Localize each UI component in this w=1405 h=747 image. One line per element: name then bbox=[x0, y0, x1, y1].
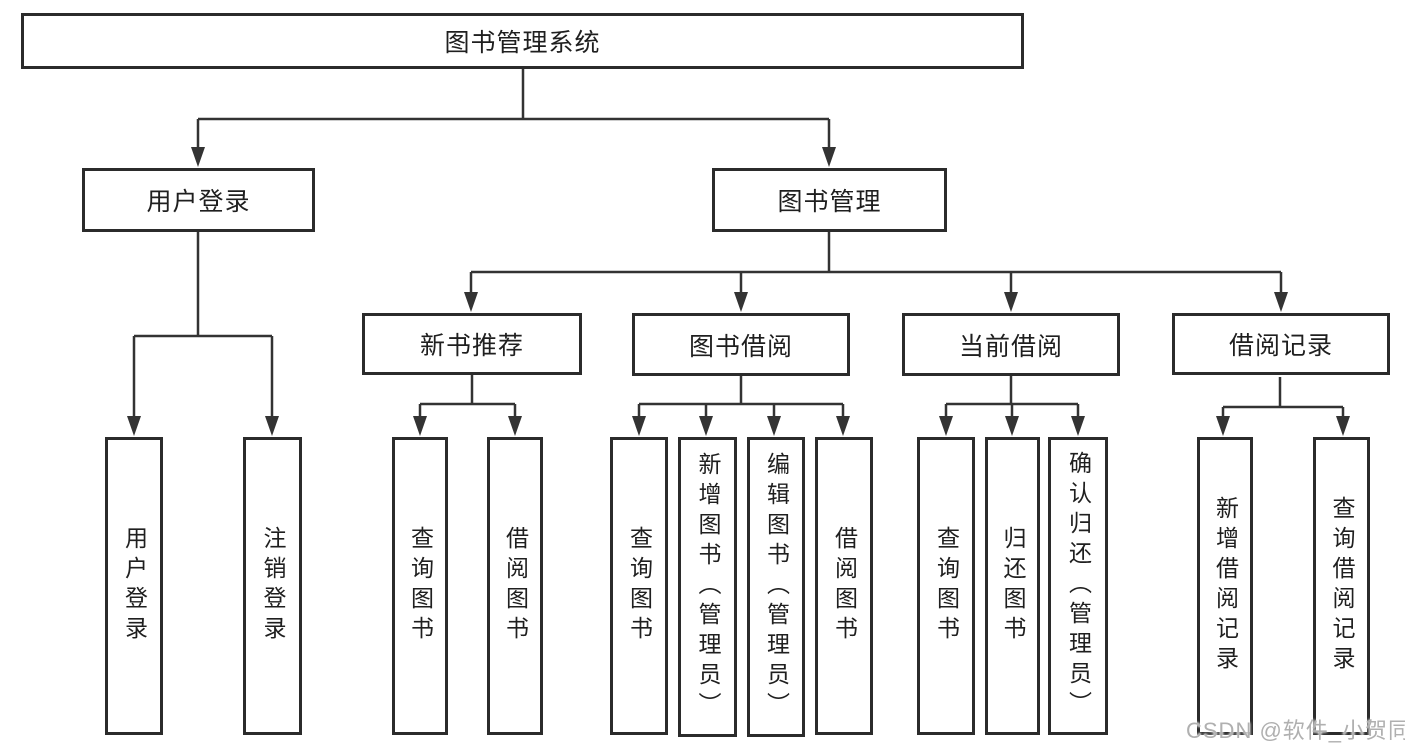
leaf-confirm-return-admin: 确认归还（管理员） bbox=[1048, 437, 1108, 735]
node-current-borrow: 当前借阅 bbox=[902, 313, 1120, 376]
leaf-query-books-recommend: 查询图书 bbox=[392, 437, 448, 735]
leaf-confirm-return-admin-label: 确认归还（管理员） bbox=[1065, 451, 1092, 721]
csdn-watermark: CSDN @软件_小贺同学 bbox=[1186, 718, 1405, 743]
node-book-borrow: 图书借阅 bbox=[632, 313, 850, 376]
leaf-query-books-current-label: 查询图书 bbox=[933, 526, 960, 646]
node-library-system: 图书管理系统 bbox=[21, 13, 1024, 69]
leaf-user-login: 用户登录 bbox=[105, 437, 163, 735]
leaf-edit-book-admin-label: 编辑图书（管理员） bbox=[763, 452, 790, 722]
node-current-borrow-label: 当前借阅 bbox=[958, 332, 1063, 361]
leaf-query-books-recommend-label: 查询图书 bbox=[407, 526, 434, 646]
leaf-logout-label: 注销登录 bbox=[260, 526, 286, 646]
leaf-borrow-books-recommend-label: 借阅图书 bbox=[502, 526, 529, 646]
leaf-add-borrow-record-label: 新增借阅记录 bbox=[1212, 496, 1239, 676]
leaf-query-books-borrow-label: 查询图书 bbox=[626, 526, 653, 646]
leaf-add-book-admin-label: 新增图书（管理员） bbox=[695, 452, 721, 722]
leaf-logout: 注销登录 bbox=[243, 437, 302, 735]
node-library-system-label: 图书管理系统 bbox=[444, 29, 601, 57]
node-book-management: 图书管理 bbox=[712, 168, 947, 232]
node-borrow-records-label: 借阅记录 bbox=[1228, 332, 1333, 360]
leaf-query-borrow-record-label: 查询借阅记录 bbox=[1329, 496, 1355, 676]
leaf-edit-book-admin: 编辑图书（管理员） bbox=[747, 437, 805, 737]
leaf-add-borrow-record: 新增借阅记录 bbox=[1197, 437, 1253, 735]
leaf-return-books: 归还图书 bbox=[985, 437, 1040, 735]
leaf-add-book-admin: 新增图书（管理员） bbox=[678, 437, 737, 737]
leaf-return-books-label: 归还图书 bbox=[1000, 526, 1026, 646]
node-user-login: 用户登录 bbox=[82, 168, 315, 232]
leaf-query-books-borrow: 查询图书 bbox=[610, 437, 668, 735]
node-book-management-label: 图书管理 bbox=[777, 188, 882, 216]
leaf-query-borrow-record: 查询借阅记录 bbox=[1313, 437, 1370, 735]
leaf-borrow-books: 借阅图书 bbox=[815, 437, 873, 735]
node-new-book-recommend-label: 新书推荐 bbox=[419, 332, 524, 360]
leaf-user-login-label: 用户登录 bbox=[121, 526, 148, 646]
node-new-book-recommend: 新书推荐 bbox=[362, 313, 582, 375]
node-user-login-label: 用户登录 bbox=[146, 188, 251, 216]
leaf-query-books-current: 查询图书 bbox=[917, 437, 975, 735]
node-book-borrow-label: 图书借阅 bbox=[688, 332, 793, 361]
leaf-borrow-books-recommend: 借阅图书 bbox=[487, 437, 543, 735]
node-borrow-records: 借阅记录 bbox=[1172, 313, 1390, 375]
leaf-borrow-books-label: 借阅图书 bbox=[831, 526, 858, 646]
